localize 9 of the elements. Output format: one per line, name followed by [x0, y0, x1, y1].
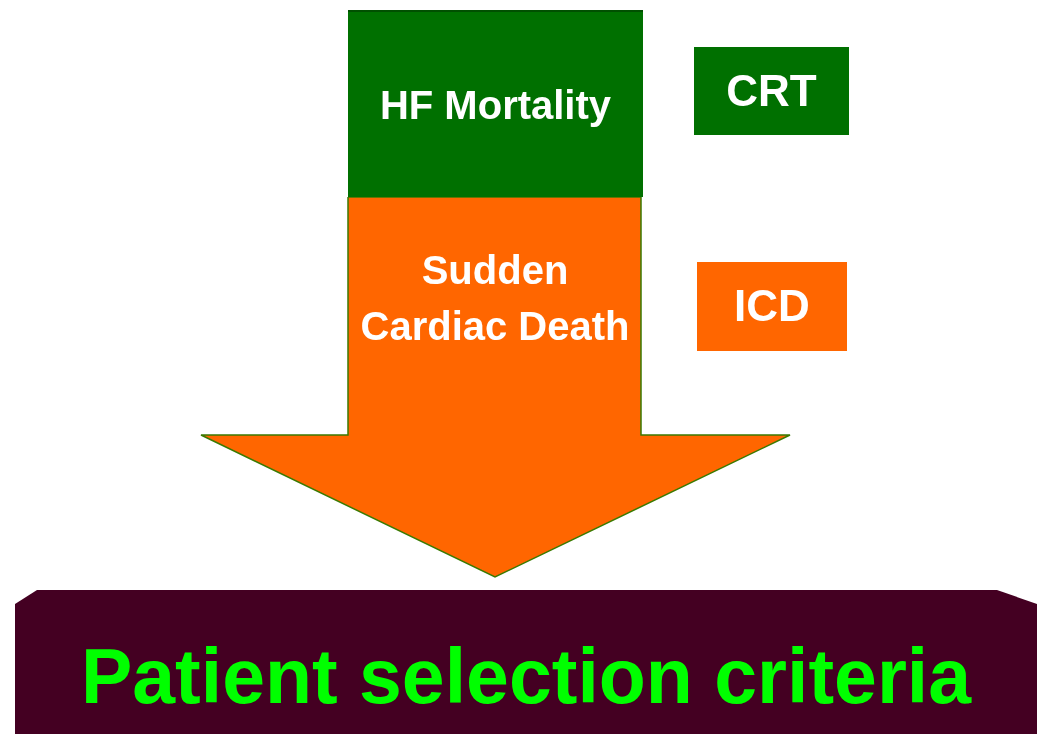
label-box — [697, 262, 847, 351]
node-label: Sudden Cardiac Death — [359, 247, 631, 350]
base-slab — [15, 590, 1037, 734]
node-label: HF Mortality — [378, 81, 613, 129]
label-box — [694, 47, 849, 135]
node-label: ICD — [734, 282, 810, 331]
heading-text: Patient selection criteria — [80, 633, 972, 719]
process-box — [348, 10, 643, 197]
node-label: CRT — [726, 66, 817, 116]
